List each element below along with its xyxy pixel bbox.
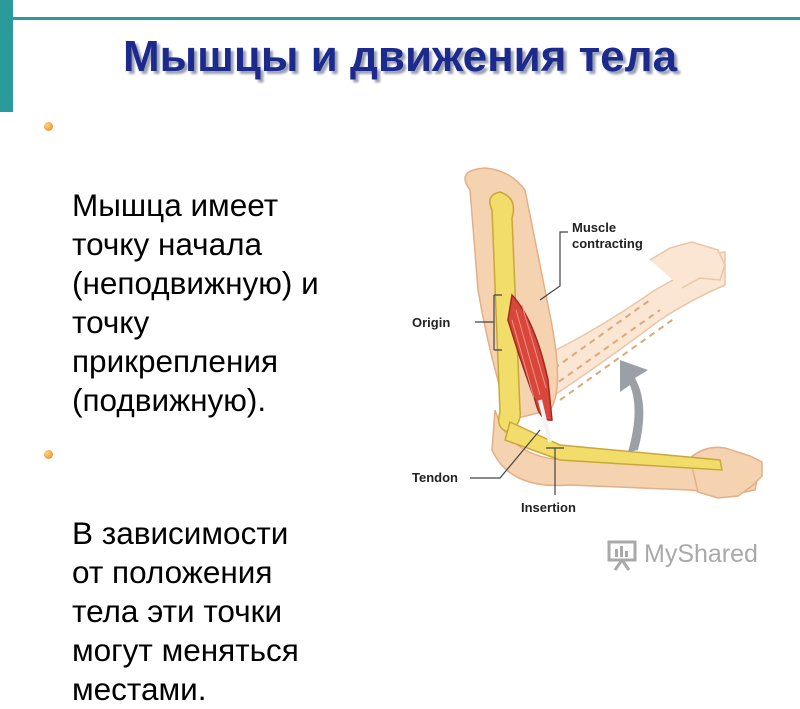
bullet-dot-icon	[44, 122, 53, 131]
tendon	[538, 399, 552, 443]
leader-tendon	[470, 429, 541, 479]
label-muscle-contracting-line1: Muscle	[572, 220, 616, 235]
top-accent-line	[13, 17, 800, 20]
biceps-muscle	[507, 293, 553, 421]
arm-muscle-diagram: Muscle contracting Origin Tendon Inserti…	[412, 167, 763, 515]
bullet-text: В зависимости от положения тела эти точк…	[72, 515, 299, 707]
leader-muscle-contracting	[539, 231, 568, 301]
leader-insertion	[546, 447, 564, 495]
label-origin: Origin	[412, 315, 450, 330]
label-tendon: Tendon	[412, 470, 458, 485]
bullet-dot-icon	[44, 450, 53, 459]
bullet-item: Мышца имеет точку начала (неподвижную) и…	[42, 108, 392, 420]
left-accent-bar	[0, 0, 13, 112]
presentation-icon	[607, 540, 637, 571]
extended-forearm-outline	[534, 241, 726, 401]
bullet-item: В зависимости от положения тела эти точк…	[42, 436, 392, 709]
watermark: MyShared	[606, 536, 796, 576]
watermark-text: MyShared	[644, 540, 758, 568]
leader-origin	[475, 294, 502, 351]
label-insertion: Insertion	[521, 500, 576, 515]
slide-title: Мышцы и движения тела	[122, 32, 678, 81]
forearm-bones	[504, 420, 723, 471]
bullet-list: Мышца имеет точку начала (неподвижную) и…	[42, 108, 392, 709]
flexion-arrow-icon	[620, 360, 648, 452]
label-muscle-contracting-line2: contracting	[572, 236, 643, 251]
humerus-bone	[489, 191, 521, 433]
bullet-text: Мышца имеет точку начала (неподвижную) и…	[72, 187, 319, 418]
